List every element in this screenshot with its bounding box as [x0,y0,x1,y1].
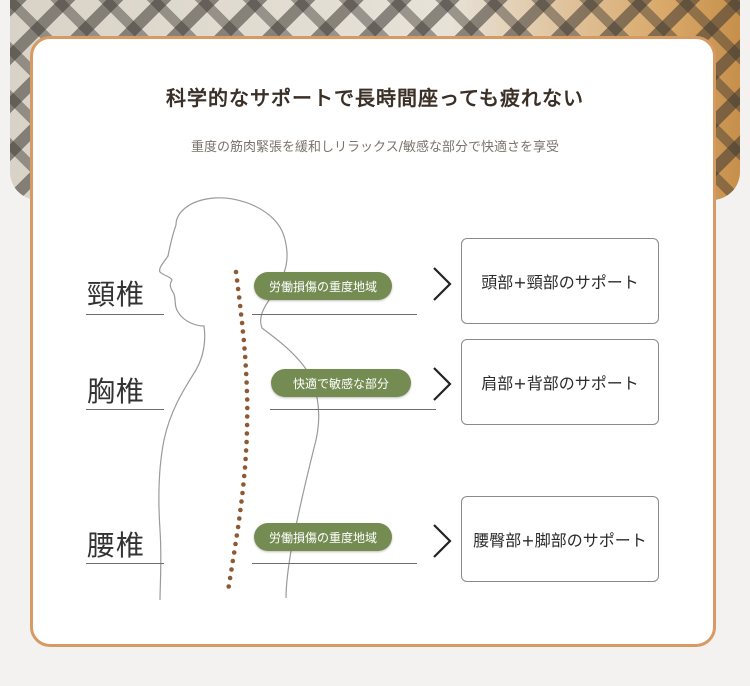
body-outline-face [158,224,206,601]
spine-dot [243,456,248,462]
spine-dot [226,584,231,589]
spine-dots [226,269,250,589]
spine-dot [233,269,239,275]
spine-dot [245,405,250,411]
tag-pill-thoracic: 快適で敏感な部分 [271,369,411,397]
spine-dot [230,558,236,564]
spine-dot [244,439,249,445]
spine-dot [239,320,245,326]
spine-dot [234,533,240,538]
tag-rule [270,409,436,410]
spine-dot [244,380,249,385]
spine-dot [234,278,240,283]
spine-dot [241,337,247,343]
spine-dot [233,541,238,547]
spine-dot [238,312,244,317]
spine-dot [243,371,249,377]
spine-dot [236,295,242,300]
page-title: 科学的なサポートで長時間座っても疲れない [166,86,584,110]
spine-dot [244,422,250,428]
support-box-lumbar: 腰臀部+脚部のサポート [461,496,659,582]
support-box-cervical: 頭部+頸部のサポート [461,238,659,324]
spine-dot [242,346,247,351]
spine-dot [227,575,233,581]
spine-dot [239,499,244,504]
tag-pill-lumbar: 労働損傷の重度地域 [254,523,392,551]
region-rule [86,314,164,315]
spine-dot [229,567,234,572]
support-box-thoracic: 肩部+背部のサポート [461,339,659,425]
body-outline-front [175,197,320,599]
spine-dot [238,507,243,513]
spine-dot [237,516,242,521]
spine-dot [244,397,250,402]
page-subtitle: 重度の筋肉緊張を緩和しリラックス/敏感な部分で快適さを享受 [191,140,559,155]
chevron-right-icon [433,367,452,401]
tag-pill-cervical: 労働損傷の重度地域 [254,272,392,300]
region-rule [86,409,164,410]
spine-dot [243,448,249,453]
spine-dot [244,431,250,436]
chevron-right-icon [433,524,452,558]
tag-rule [252,563,417,564]
spine-dot [240,490,245,496]
chevron-right-icon [433,267,452,301]
region-label-lumbar: 腰椎 [87,529,146,562]
tag-rule [252,314,417,315]
spine-dot [244,388,250,394]
spine-dot [240,329,246,334]
spine-dot [235,524,241,530]
region-rule [86,563,164,564]
spine-dot [237,303,243,309]
spine-dot [231,550,237,555]
spine-dot [241,482,246,487]
spine-dot [242,465,248,470]
region-label-thoracic: 胸椎 [87,375,146,408]
spine-dot [243,363,248,368]
spine-dot [235,286,241,292]
spine-dot [241,473,247,479]
spine-dot [242,354,248,360]
spine-dot [244,414,250,419]
region-label-cervical: 頸椎 [87,278,146,311]
